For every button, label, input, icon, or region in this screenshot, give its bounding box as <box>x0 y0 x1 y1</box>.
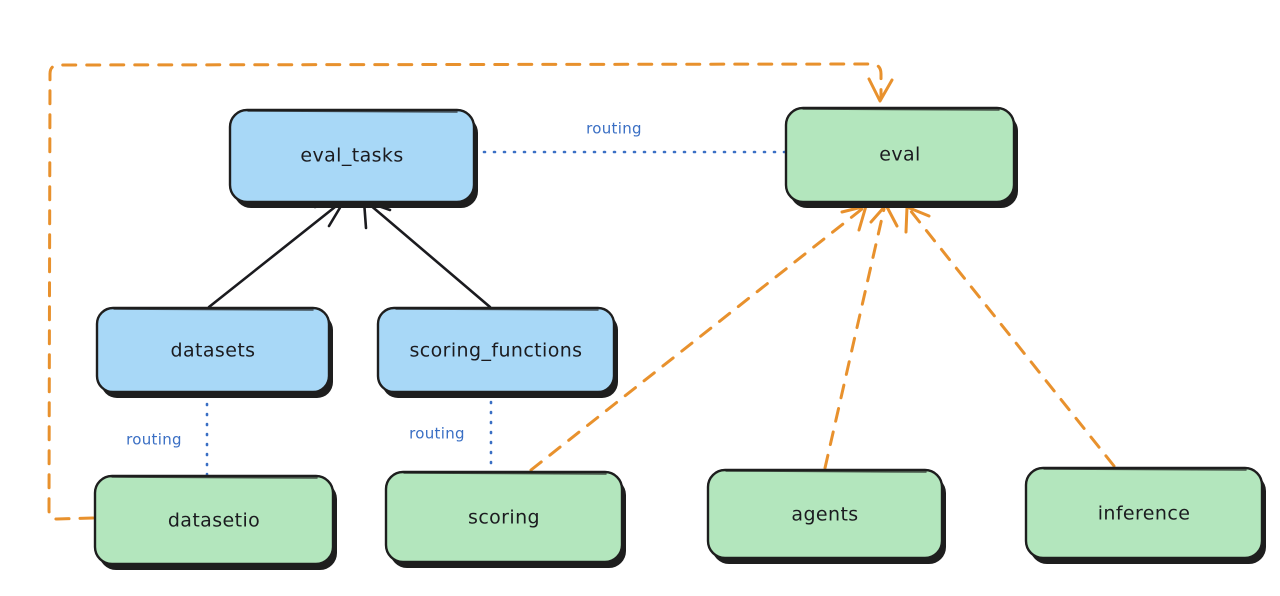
node-eval-tasks-label: eval_tasks <box>300 145 403 167</box>
edge-label-routing-eval-tasks-eval: routing <box>586 120 642 138</box>
node-eval-body <box>784 106 1016 204</box>
node-datasets-body <box>95 306 331 394</box>
node-agents[interactable]: agents <box>706 468 946 564</box>
node-agents-body <box>706 468 944 560</box>
node-eval-tasks-body <box>228 108 476 204</box>
node-agents-label: agents <box>791 504 858 526</box>
edge-scoring-functions-to-eval-tasks <box>362 199 492 309</box>
node-scoring-functions-label: scoring_functions <box>410 340 583 362</box>
node-datasets[interactable]: datasets <box>95 306 333 398</box>
node-datasetio[interactable]: datasetio <box>93 474 337 570</box>
node-datasetio-label: datasetio <box>168 510 260 532</box>
edge-label-routing-datasets-datasetio: routing <box>126 431 182 449</box>
node-datasets-label: datasets <box>171 340 256 362</box>
edge-datasetio-to-eval <box>47 62 894 521</box>
node-datasetio-body <box>93 474 335 566</box>
node-inference[interactable]: inference <box>1024 466 1266 564</box>
node-scoring[interactable]: scoring <box>384 470 626 568</box>
node-scoring-functions[interactable]: scoring_functions <box>376 306 618 398</box>
node-scoring-label: scoring <box>468 507 540 529</box>
node-eval[interactable]: eval <box>784 106 1018 208</box>
edge-agents-to-eval <box>823 203 899 470</box>
node-inference-body <box>1024 466 1264 560</box>
node-eval-tasks[interactable]: eval_tasks <box>228 108 478 208</box>
node-inference-label: inference <box>1098 503 1191 525</box>
edge-inference-to-eval <box>904 205 1116 468</box>
node-eval-label: eval <box>879 144 920 166</box>
node-scoring-functions-body <box>376 306 616 394</box>
edge-datasets-to-eval-tasks <box>207 199 346 309</box>
edge-label-routing-scoring-functions-scoring: routing <box>409 425 465 443</box>
node-scoring-body <box>384 470 624 564</box>
